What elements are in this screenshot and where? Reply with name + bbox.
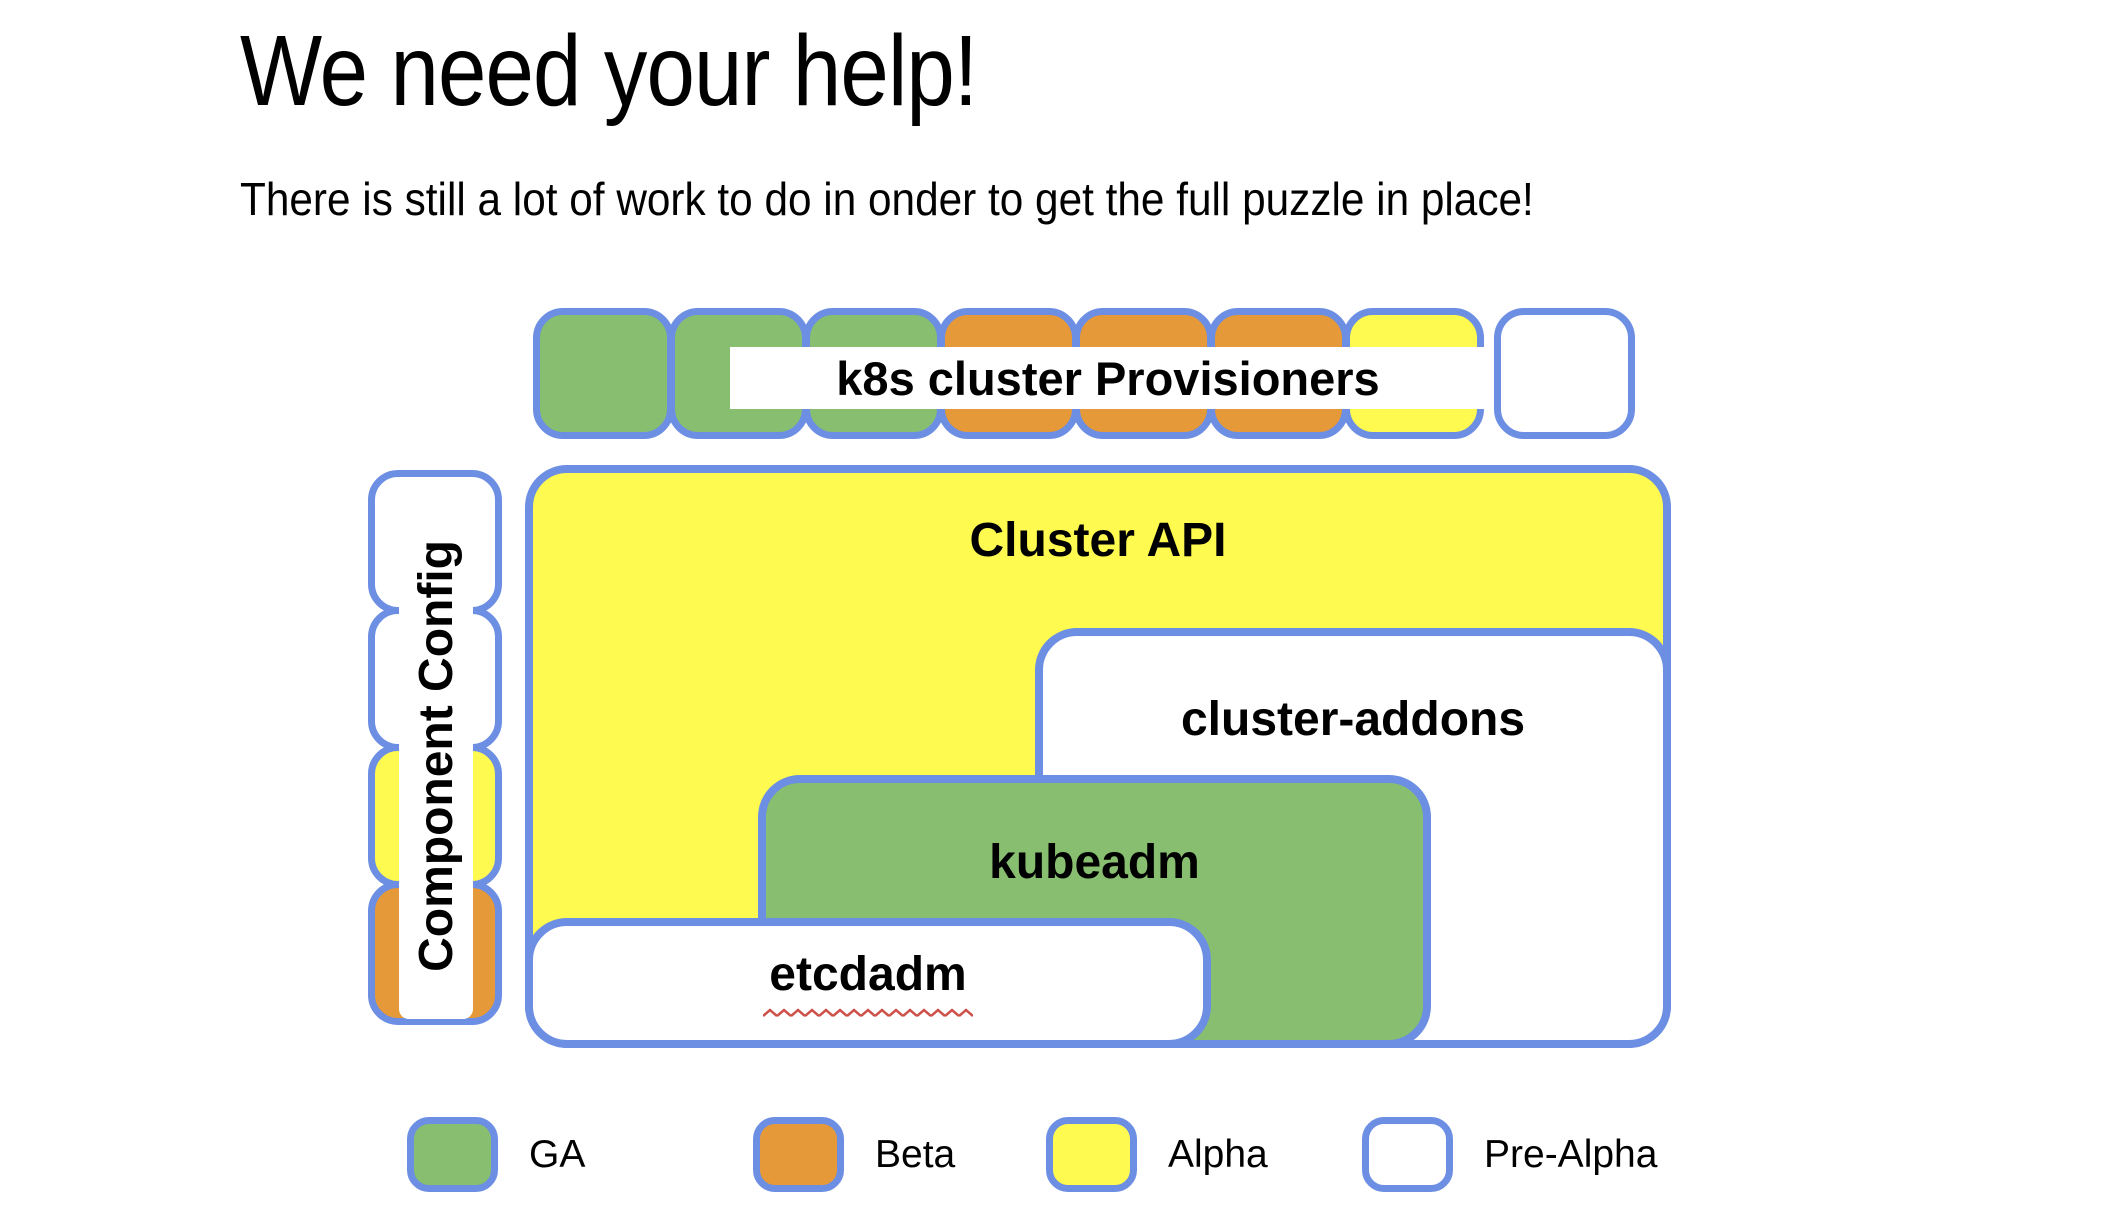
- spellcheck-squiggle: [763, 1004, 973, 1019]
- ga-label: GA: [529, 1132, 586, 1176]
- alpha-label: Alpha: [1168, 1132, 1268, 1176]
- ga-swatch: [407, 1117, 498, 1192]
- provisioner-piece-8-pre_alpha: [1494, 308, 1635, 439]
- beta-label: Beta: [875, 1132, 956, 1176]
- legend-item-ga: GA: [407, 1117, 585, 1192]
- etcdadm-label: etcdadm: [769, 948, 967, 1001]
- alpha-swatch: [1046, 1117, 1137, 1192]
- beta-swatch: [753, 1117, 844, 1192]
- provisioners-label: k8s cluster Provisioners: [730, 347, 1486, 409]
- etcdadm-box: etcdadm: [525, 918, 1211, 1048]
- prealpha-label: Pre-Alpha: [1484, 1132, 1658, 1176]
- cluster-api-label: Cluster API: [969, 514, 1227, 567]
- provisioners-label-text: k8s cluster Provisioners: [836, 351, 1380, 405]
- legend-item-beta: Beta: [753, 1117, 955, 1192]
- cluster-addons-label: cluster-addons: [1180, 693, 1526, 746]
- component-config-label-text: Component Config: [409, 539, 463, 972]
- component-config-label: Component Config: [399, 492, 473, 1019]
- legend-item-alpha: Alpha: [1046, 1117, 1268, 1192]
- legend-item-prealpha: Pre-Alpha: [1362, 1117, 1657, 1192]
- prealpha-swatch: [1362, 1117, 1453, 1192]
- slide-title: We need your help!: [240, 15, 978, 127]
- slide-subtitle: There is still a lot of work to do in on…: [240, 173, 1534, 225]
- provisioner-piece-1-ga: [533, 308, 674, 439]
- kubeadm-label: kubeadm: [989, 836, 1200, 889]
